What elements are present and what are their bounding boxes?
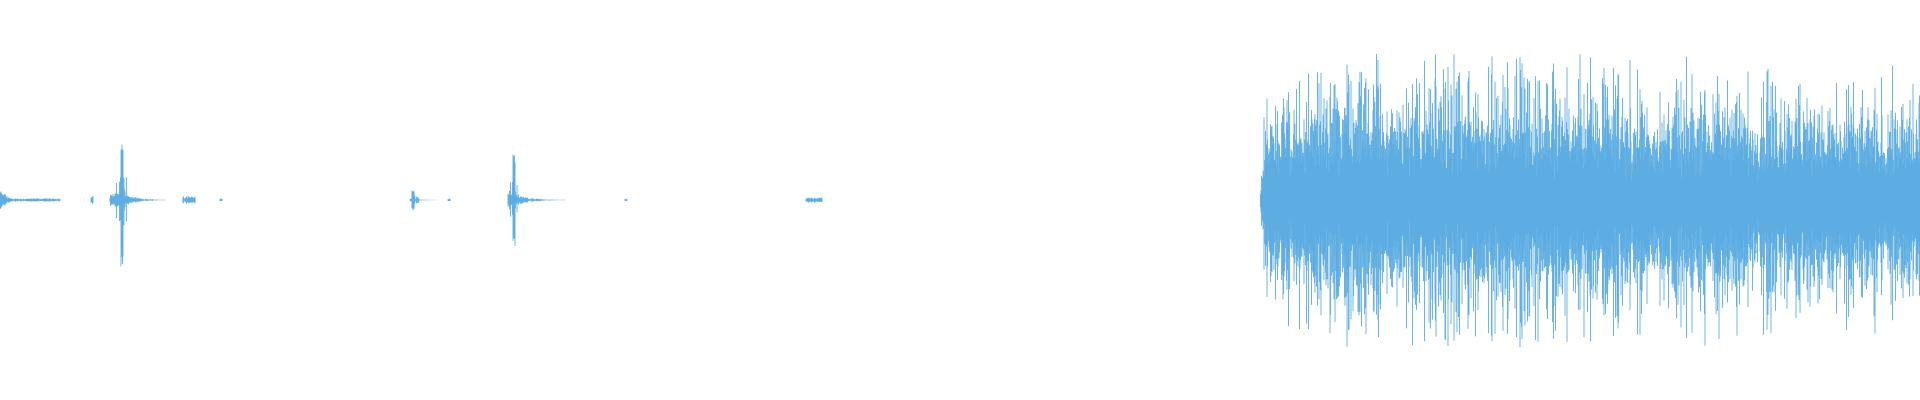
waveform-path	[0, 54, 1920, 348]
waveform-samples	[0, 54, 1920, 348]
